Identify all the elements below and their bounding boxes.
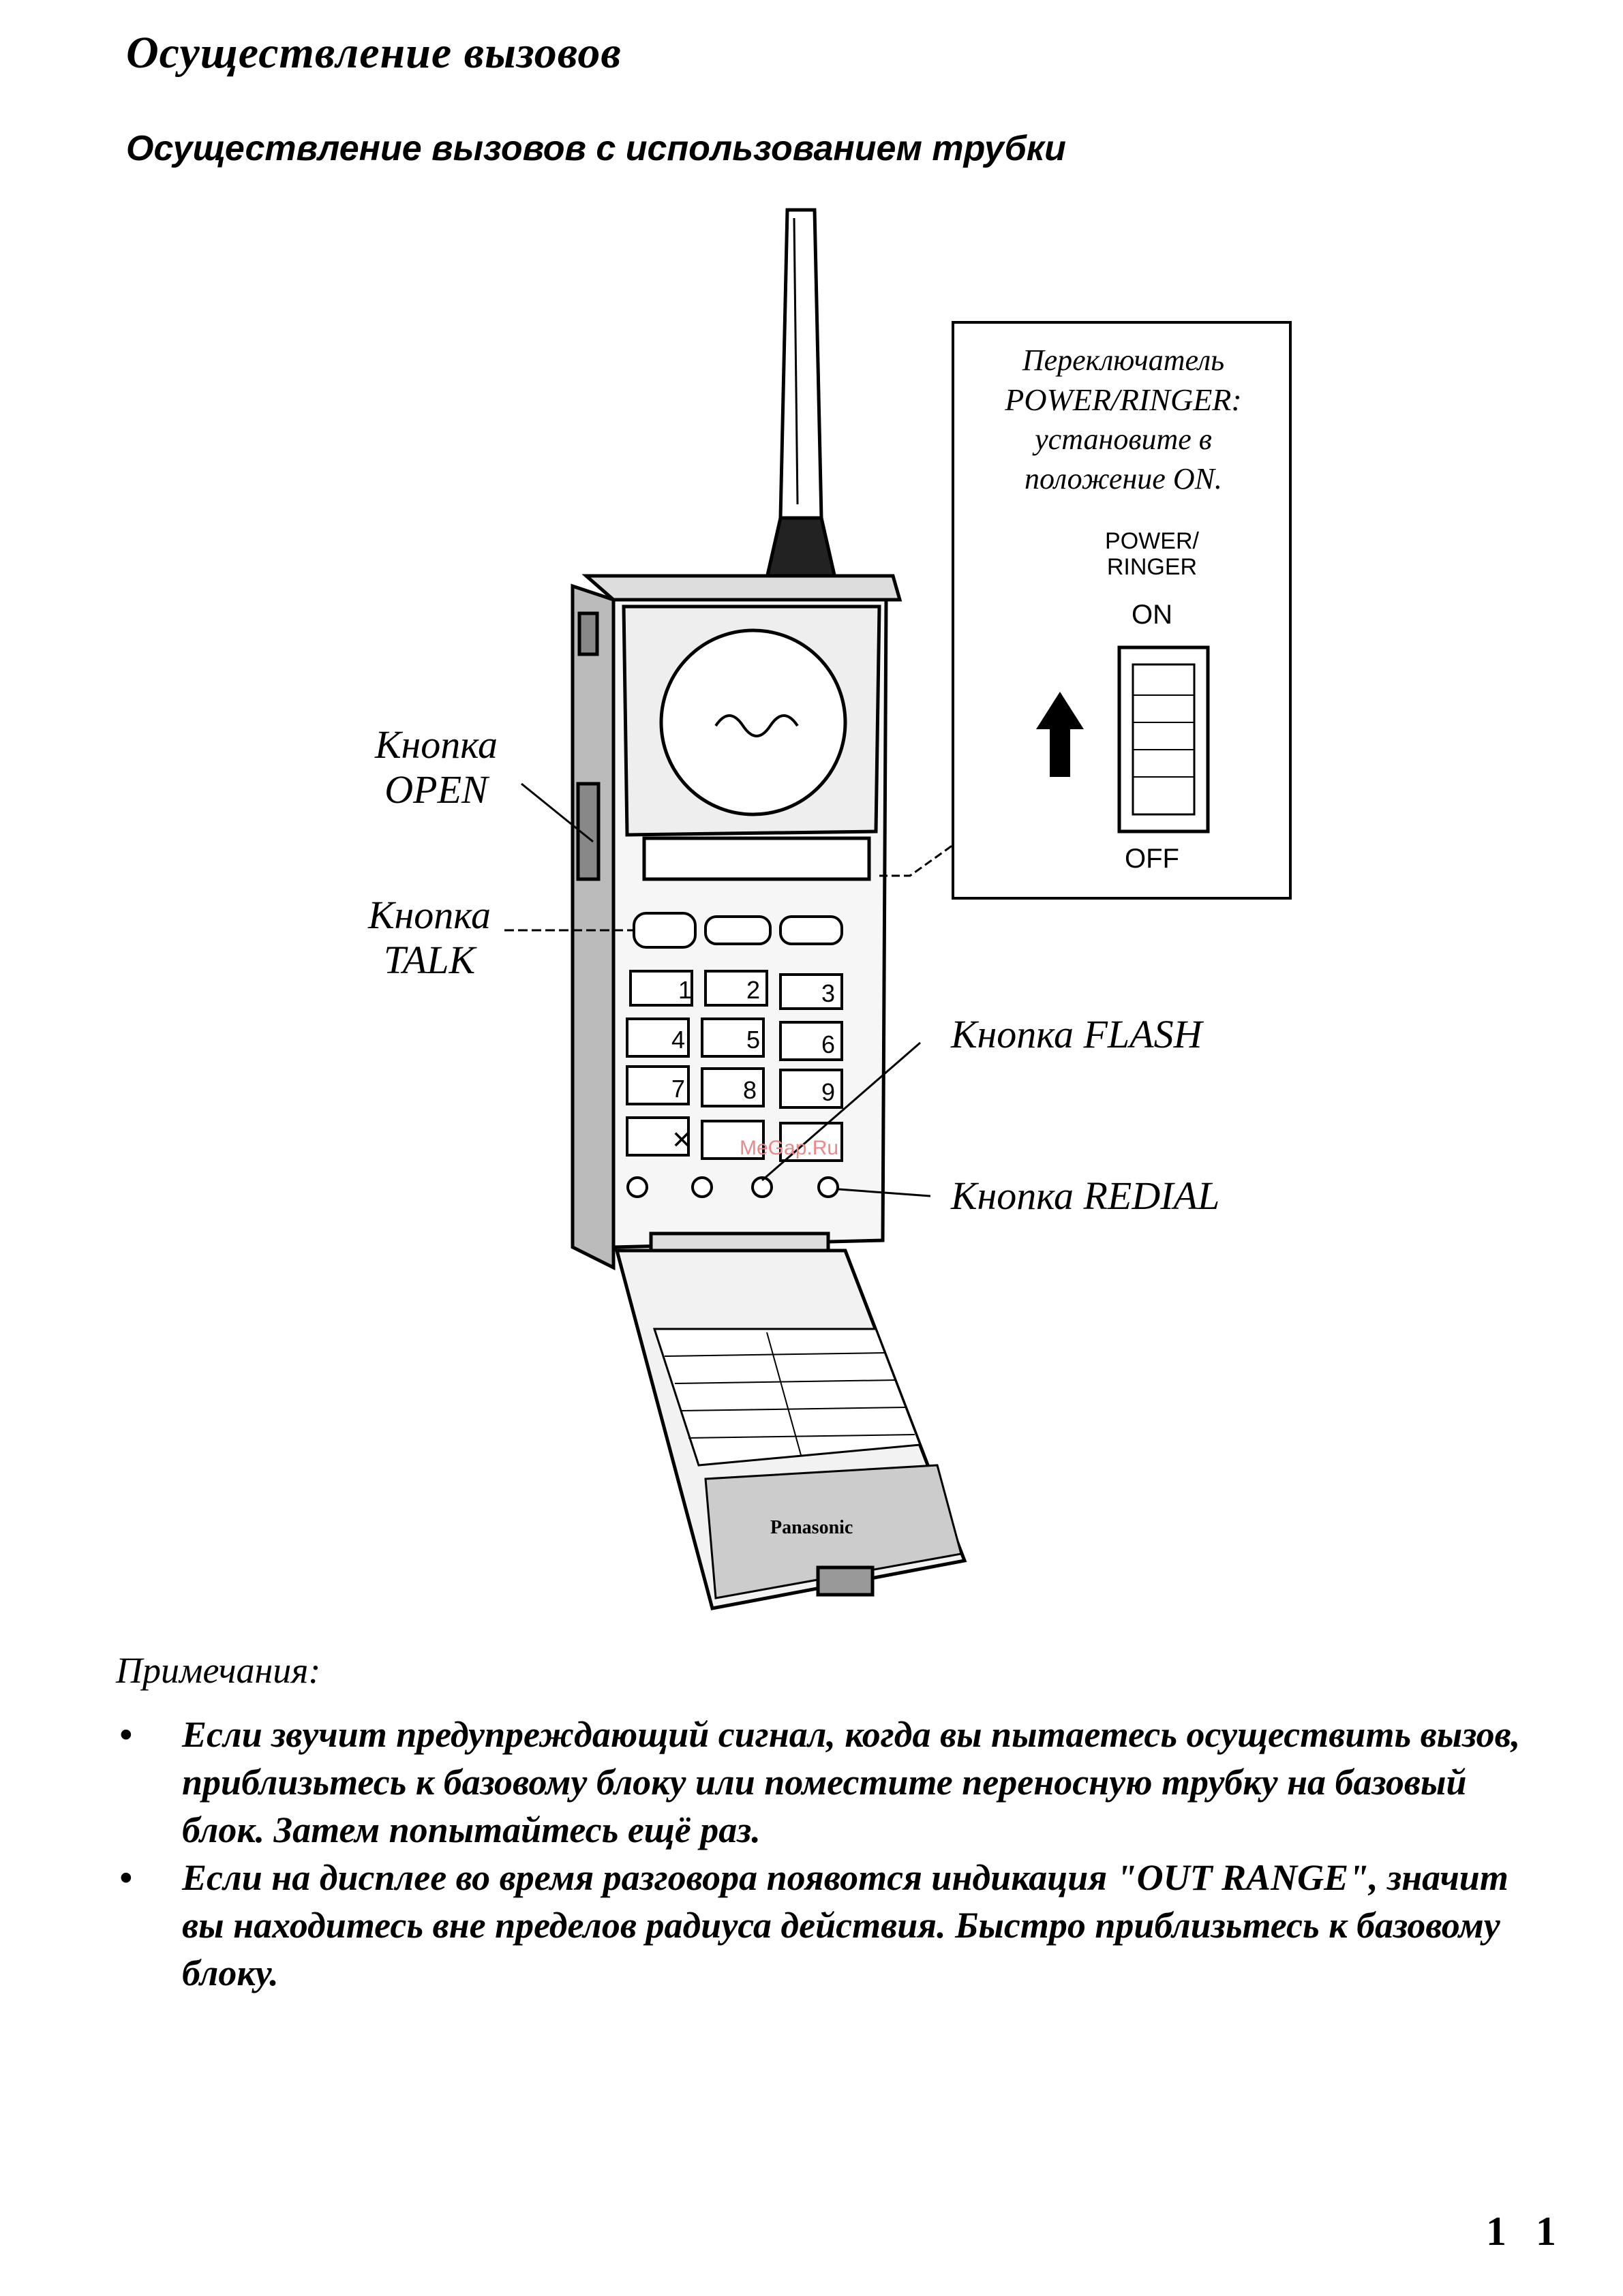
switch-on-label: ON [1132,600,1172,630]
page-number: 1 1 [1486,2209,1566,2254]
section-subtitle: Осуществление вызовов с использованием т… [126,129,1066,168]
page-title: Осуществление вызовов [126,28,622,78]
svg-text:3: 3 [821,979,835,1007]
svg-text:6: 6 [821,1030,835,1058]
callout-line2: POWER/RINGER: [1005,382,1242,417]
switch-label: POWER/ RINGER [1091,528,1213,580]
arrow-up-icon [1036,692,1084,777]
svg-text:9: 9 [821,1078,835,1106]
note-item: • Если на дисплее во время разговора поя… [119,1854,1558,1997]
watermark: MeGap.Ru [740,1137,839,1159]
talk-button-label-line2: TALK [383,938,476,982]
bullet-icon: • [119,1857,132,1898]
switch-off-label: OFF [1125,844,1179,874]
talk-button-label-line1: Кнопка [368,893,491,937]
note-text: Если звучит предупреждающий сигнал, когд… [182,1714,1521,1850]
open-button-label-line1: Кнопка [375,722,498,767]
phone-illustration: 1 2 3 4 5 6 7 8 9 ✕ Panasonic [504,208,1292,1610]
switch-label-line2: RINGER [1106,554,1198,580]
svg-text:2: 2 [746,976,760,1004]
bullet-icon: • [119,1714,132,1755]
svg-text:5: 5 [746,1026,760,1054]
notes-title: Примечания: [116,1650,321,1691]
svg-text:✕: ✕ [671,1126,692,1154]
open-button-label-line2: OPEN [384,767,488,812]
note-item: • Если звучит предупреждающий сигнал, ко… [119,1711,1558,1854]
svg-text:4: 4 [671,1026,685,1054]
svg-text:7: 7 [671,1075,685,1103]
callout-line1: Переключатель [1022,343,1225,377]
svg-text:1: 1 [678,976,692,1004]
switch-label-line1: POWER/ [1105,528,1199,554]
svg-text:8: 8 [743,1076,757,1104]
brand-text: Panasonic [770,1517,853,1538]
switch-callout: Переключатель POWER/RINGER: установите в… [953,341,1294,499]
note-text: Если на дисплее во время разговора появо… [182,1857,1508,1993]
callout-line4: положение ON. [1025,462,1222,495]
redial-button-label: Кнопка REDIAL [951,1174,1220,1218]
flash-button-label: Кнопка FLASH [951,1012,1202,1056]
callout-line3: установите в [1035,423,1212,456]
